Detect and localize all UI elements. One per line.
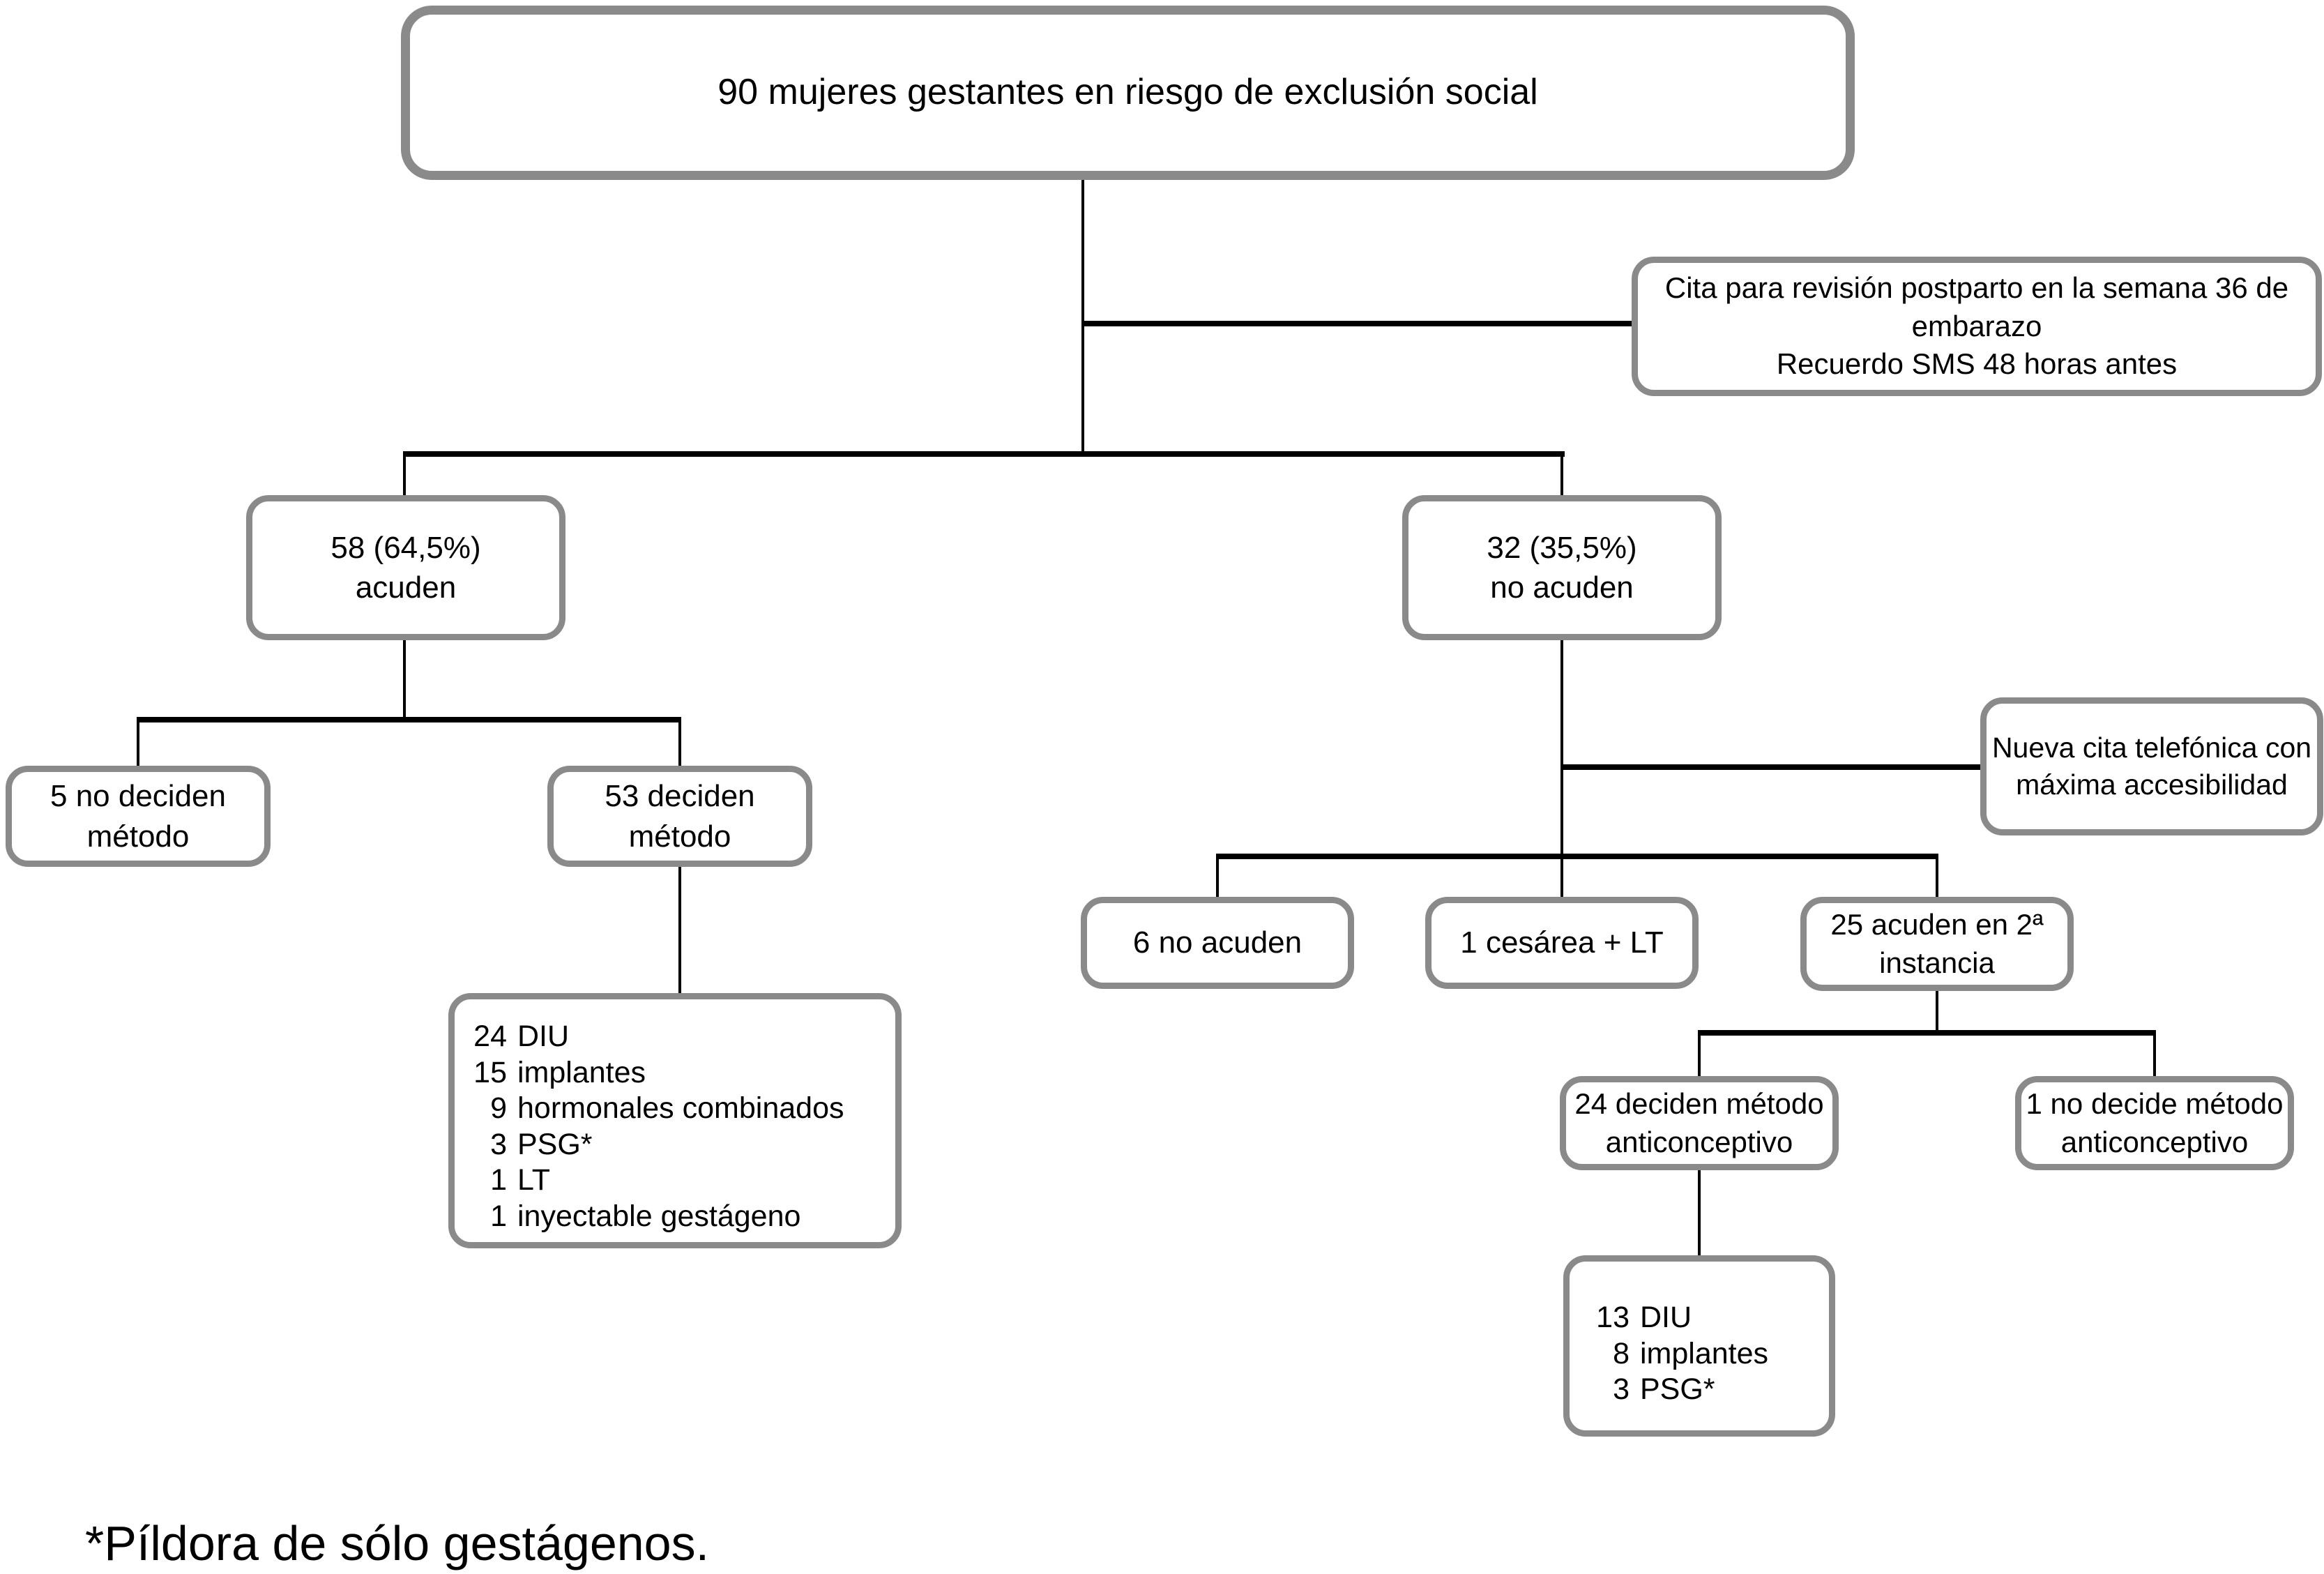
box-32-no-acuden-line1: 32 (35,5%) <box>1487 530 1637 565</box>
metodos-24-row-label: PSG* <box>1640 1372 1715 1407</box>
metodos-53-row-label: implantes <box>517 1055 646 1089</box>
connector-drop-6 <box>1216 854 1219 897</box>
box-90-gestantes-label: 90 mujeres gestantes en riesgo de exclus… <box>717 72 1538 113</box>
box-6-no-acuden: 6 no acuden <box>1081 897 1354 989</box>
box-metodos-53: 24 DIU 15 implantes 9 hormonales combinados… <box>448 993 902 1248</box>
box-32-no-acuden-line2: no acuden <box>1490 570 1634 605</box>
metodos-53-row-count: 15 <box>473 1055 507 1089</box>
box-32-no-acuden: 32 (35,5%) no acuden <box>1402 495 1722 640</box>
metodos-53-row: 1 LT <box>472 1163 550 1199</box>
box-58-acuden-line2: acuden <box>355 570 457 605</box>
metodos-53-row: 24 DIU <box>472 1019 569 1055</box>
connector-drop-1-no-decide <box>2153 1030 2156 1076</box>
connector-drop-24-deciden <box>1698 1030 1701 1076</box>
metodos-24-row: 13 DIU <box>1595 1300 1692 1336</box>
connector-drop-53 <box>678 717 681 766</box>
note-cita-postparto: Cita para revisión postparto en la seman… <box>1632 257 2322 396</box>
footnote-psg: *Píldora de sólo gestágenos. <box>85 1516 710 1571</box>
box-1-no-decide-line1: 1 no decide método <box>2026 1087 2284 1120</box>
connector-53-down <box>678 867 681 993</box>
box-58-acuden-line1: 58 (64,5%) <box>331 530 481 565</box>
note-nueva-cita-line1: Nueva cita telefónica con <box>1991 731 2312 764</box>
metodos-24-row-label: DIU <box>1640 1301 1692 1334</box>
connector-branch-main <box>403 451 1565 457</box>
box-58-acuden: 58 (64,5%) acuden <box>246 495 565 640</box>
box-1-no-decide-line2: anticonceptivo <box>2060 1125 2249 1158</box>
connector-to-note-nueva-cita <box>1562 764 1980 770</box>
box-25-acuden-2a-line2: instancia <box>1879 946 1995 979</box>
metodos-53-row-count: 3 <box>490 1127 507 1161</box>
metodos-53-row-count: 24 <box>473 1020 507 1053</box>
box-5-no-deciden-line1: 5 no deciden <box>50 779 226 814</box>
note-cita-postparto-line3: Recuerdo SMS 48 horas antes <box>1776 347 2178 381</box>
metodos-24-row-count: 13 <box>1596 1301 1630 1334</box>
box-25-acuden-2a: 25 acuden en 2ª instancia <box>1800 897 2074 991</box>
connector-58-down <box>403 640 406 720</box>
metodos-24-row: 8 implantes <box>1595 1336 1768 1372</box>
box-24-deciden: 24 deciden método anticonceptivo <box>1560 1076 1839 1170</box>
metodos-53-row-count: 1 <box>490 1199 507 1233</box>
metodos-53-row-label: DIU <box>517 1020 570 1053</box>
connector-25-down <box>1936 991 1938 1033</box>
box-90-gestantes: 90 mujeres gestantes en riesgo de exclus… <box>401 6 1855 180</box>
connector-drop-25 <box>1936 854 1938 897</box>
box-1-no-decide: 1 no decide método anticonceptivo <box>2015 1076 2294 1170</box>
metodos-53-row: 3 PSG* <box>472 1127 593 1163</box>
box-1-cesarea-lt: 1 cesárea + LT <box>1425 897 1699 989</box>
box-5-no-deciden-line2: método <box>86 819 190 854</box>
connector-branch-32 <box>1216 854 1937 859</box>
metodos-53-row-label: inyectable gestágeno <box>517 1199 801 1233</box>
box-53-deciden-line1: 53 deciden <box>605 779 755 814</box>
metodos-53-row-count: 9 <box>490 1091 507 1126</box>
box-5-no-deciden: 5 no deciden método <box>6 766 271 867</box>
metodos-24-row-label: implantes <box>1640 1336 1769 1370</box>
metodos-53-row: 15 implantes <box>472 1055 646 1091</box>
metodos-53-row: 1 inyectable gestágeno <box>472 1199 800 1235</box>
metodos-24-row-count: 8 <box>1613 1336 1630 1370</box>
metodos-53-row: 9 hormonales combinados <box>472 1091 844 1127</box>
connector-to-note-postparto <box>1083 321 1632 326</box>
note-nueva-cita-line2: máxima accesibilidad <box>2016 769 2288 801</box>
metodos-53-row-label: hormonales combinados <box>517 1091 844 1126</box>
box-metodos-24: 13 DIU 8 implantes 3 PSG* <box>1563 1255 1835 1437</box>
connector-drop-58 <box>403 451 406 495</box>
metodos-24-row-count: 3 <box>1613 1372 1630 1407</box>
connector-24-down <box>1698 1170 1701 1257</box>
box-6-no-acuden-label: 6 no acuden <box>1132 925 1302 960</box>
note-cita-postparto-line1: Cita para revisión postparto en la seman… <box>1664 271 2289 305</box>
metodos-53-row-label: LT <box>517 1163 550 1197</box>
connector-drop-32 <box>1560 451 1563 495</box>
connector-branch-25 <box>1699 1030 2156 1036</box>
metodos-53-row-label: PSG* <box>517 1127 593 1161</box>
metodos-53-row-count: 1 <box>490 1163 507 1197</box>
note-nueva-cita: Nueva cita telefónica con máxima accesib… <box>1980 697 2323 835</box>
box-24-deciden-line1: 24 deciden método <box>1574 1087 1824 1120</box>
box-1-cesarea-lt-label: 1 cesárea + LT <box>1460 925 1664 960</box>
box-25-acuden-2a-line1: 25 acuden en 2ª <box>1830 907 2044 941</box>
connector-branch-58 <box>137 717 681 722</box>
box-53-deciden: 53 deciden método <box>547 766 812 867</box>
box-24-deciden-line2: anticonceptivo <box>1605 1125 1793 1158</box>
connector-root-down <box>1081 180 1084 457</box>
connector-drop-5 <box>137 717 139 766</box>
note-cita-postparto-line2: embarazo <box>1911 309 2042 342</box>
box-53-deciden-line2: método <box>628 819 731 854</box>
metodos-24-row: 3 PSG* <box>1595 1372 1715 1408</box>
